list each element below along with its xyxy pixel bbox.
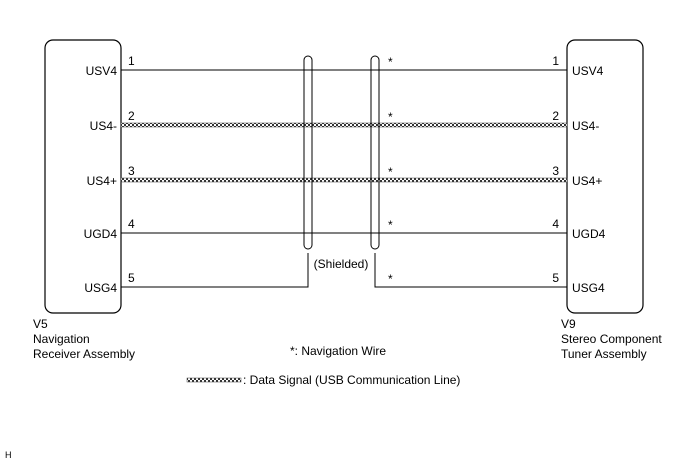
data-signal-wire (120, 122, 568, 128)
right-signal-name: USV4 (572, 64, 604, 78)
navigation-wire-marker: * (388, 218, 393, 232)
data-signal-legend-text: : Data Signal (USB Communication Line) (243, 373, 460, 387)
right-pin-number: 3 (552, 164, 559, 178)
left-pin-number: 5 (128, 271, 135, 285)
left-component-name-1: Navigation (33, 332, 90, 346)
left-component-id: V5 (33, 317, 48, 331)
left-pin-number: 3 (128, 164, 135, 178)
data-signal-wire (120, 177, 568, 183)
navigation-wire-marker: * (388, 55, 393, 69)
right-signal-name: US4- (572, 119, 599, 133)
navigation-wire-marker: * (388, 165, 393, 179)
left-signal-name: US4+ (87, 174, 117, 188)
left-pin-number: 4 (128, 217, 135, 231)
right-pin-number: 1 (552, 54, 559, 68)
right-signal-name: USG4 (572, 281, 605, 295)
right-signal-name: US4+ (572, 174, 602, 188)
right-component-name-2: Tuner Assembly (561, 347, 647, 361)
left-signal-name: UGD4 (84, 227, 118, 241)
left-signal-name: US4- (90, 119, 117, 133)
navigation-wire-marker: * (388, 272, 393, 286)
right-component-id: V9 (561, 317, 576, 331)
left-component-name-2: Receiver Assembly (33, 347, 135, 361)
left-component-box (44, 39, 122, 314)
right-pin-number: 5 (552, 271, 559, 285)
corner-mark: H (5, 450, 12, 460)
navigation-wire-marker: * (388, 110, 393, 124)
left-pin-number: 1 (128, 54, 135, 68)
data-signal-legend-swatch (186, 377, 242, 383)
wires (120, 69, 568, 288)
wire-left (121, 253, 309, 288)
shield (303, 55, 380, 250)
right-pin-number: 2 (552, 109, 559, 123)
left-pin-number: 2 (128, 109, 135, 123)
right-component-box (566, 39, 644, 314)
left-signal-name: USG4 (84, 281, 117, 295)
right-component-name-1: Stereo Component (561, 332, 662, 346)
right-pin-number: 4 (552, 217, 559, 231)
left-signal-name: USV4 (86, 64, 118, 78)
wire-right (374, 253, 567, 288)
shield-label: (Shielded) (314, 257, 369, 271)
right-signal-name: UGD4 (572, 227, 606, 241)
navigation-wire-note: *: Navigation Wire (290, 344, 386, 358)
